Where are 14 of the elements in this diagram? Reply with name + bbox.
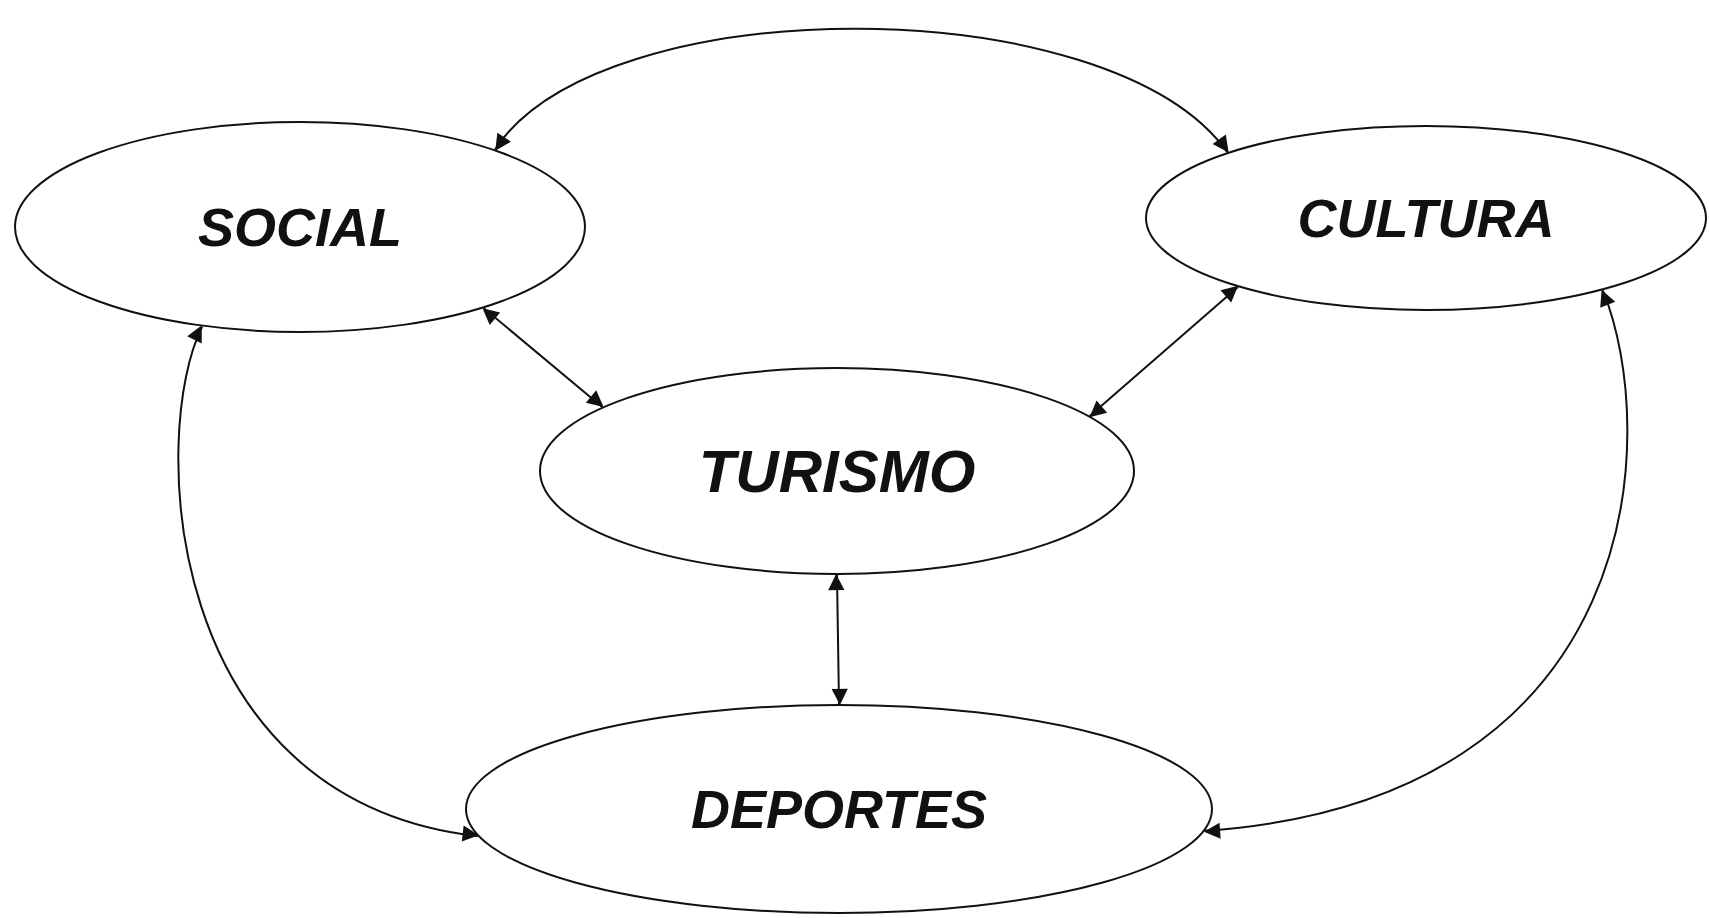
arrow bbox=[1203, 289, 1629, 838]
oval-node bbox=[14, 121, 586, 333]
arrow bbox=[177, 325, 479, 840]
node-label: SOCIAL bbox=[198, 196, 402, 258]
oval-node bbox=[465, 704, 1213, 914]
node-label: TURISMO bbox=[698, 436, 976, 506]
node-label: DEPORTES bbox=[690, 778, 988, 840]
node-label: CULTURA bbox=[1297, 187, 1555, 249]
oval-node bbox=[539, 367, 1135, 575]
oval-node bbox=[1145, 125, 1707, 311]
arrow bbox=[482, 307, 604, 408]
arrow bbox=[494, 27, 1229, 154]
arrow bbox=[1088, 285, 1239, 418]
arrow bbox=[828, 574, 848, 705]
